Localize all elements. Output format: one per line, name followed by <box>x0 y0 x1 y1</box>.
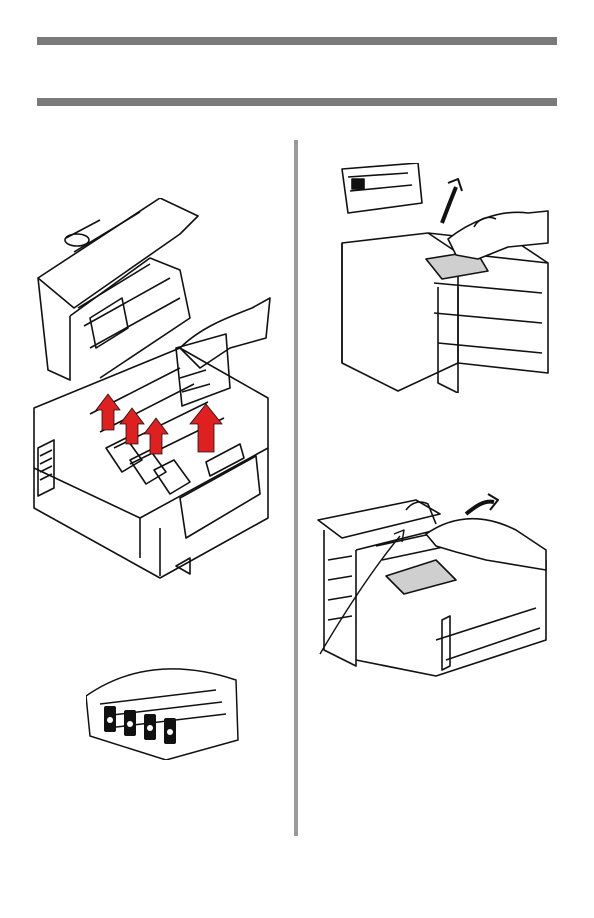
printer-drum-removal-illustration <box>30 198 280 588</box>
paper-jam-fuser-illustration <box>316 490 548 680</box>
image-drums-covered-illustration <box>86 660 246 760</box>
column-divider <box>294 140 298 836</box>
header-rule-top <box>37 37 557 45</box>
paper-jam-belt-illustration <box>338 163 550 393</box>
header-rule-bottom <box>37 98 557 106</box>
